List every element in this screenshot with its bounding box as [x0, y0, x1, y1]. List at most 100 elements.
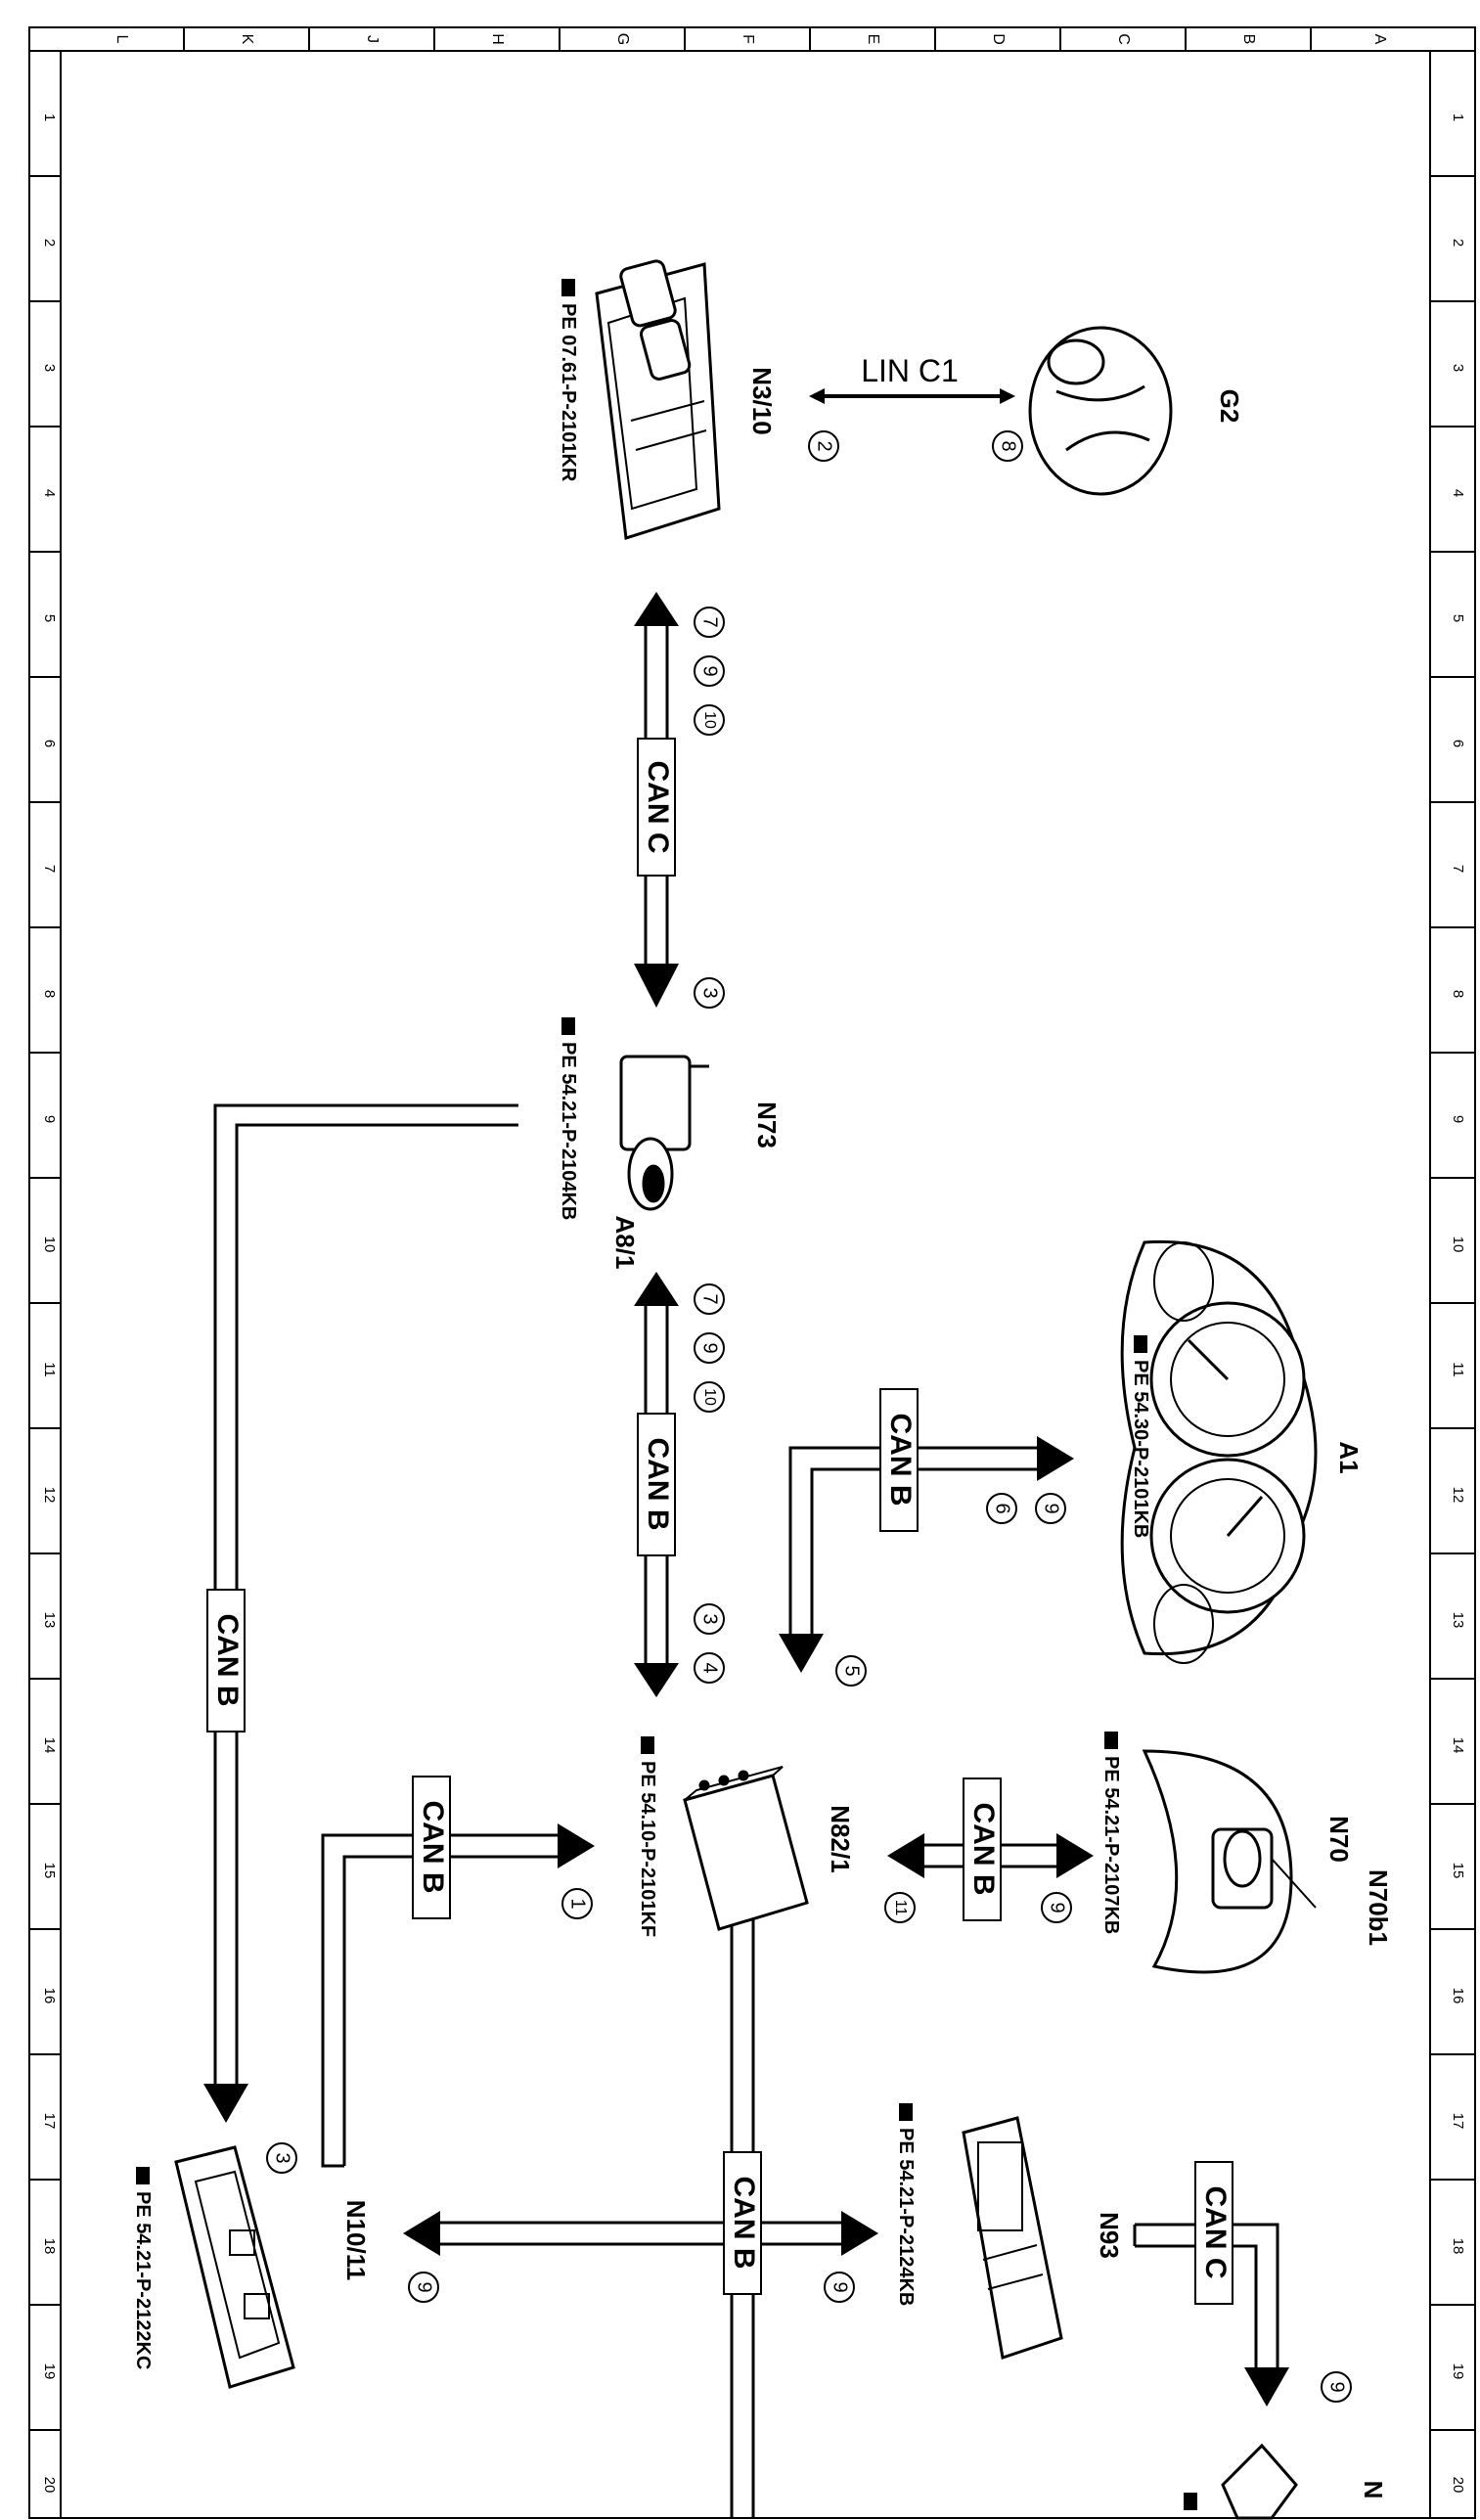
marker-7b: 7 [694, 1283, 725, 1315]
row-label: 15 [1450, 1863, 1466, 1879]
hand-icon [1184, 2493, 1197, 2510]
svg-text:CAN B: CAN B [884, 1414, 917, 1507]
marker-9f: 9 [824, 2272, 855, 2303]
marker-3b: 3 [694, 1603, 725, 1635]
row-label: 1 [41, 113, 58, 121]
marker-4: 4 [694, 1652, 725, 1684]
can-b-bottom-label: CAN B [723, 2151, 762, 2295]
ref-n70: PE 54.21-P-2107KB [1100, 1732, 1122, 1934]
label-n70: N70 [1324, 1816, 1354, 1863]
row-label: 17 [41, 2113, 58, 2130]
can-b-n82-label: CAN B [412, 1776, 451, 1919]
arrow-down-n10-11 [203, 2084, 248, 2123]
column-ruler [183, 27, 1312, 51]
svg-text:4: 4 [699, 1662, 721, 1673]
marker-7a: 7 [694, 607, 725, 638]
row-label: 18 [1450, 2238, 1466, 2255]
marker-6: 6 [986, 1493, 1017, 1524]
arrow-down-can-c-n93 [1244, 2367, 1289, 2407]
svg-text:9: 9 [1047, 1902, 1068, 1912]
marker-9g: 9 [1321, 2371, 1352, 2403]
svg-text:6: 6 [992, 1503, 1013, 1513]
can-b-left-wire [213, 1103, 518, 2084]
marker-8: 8 [992, 430, 1023, 462]
label-a8-1: A8/1 [610, 1216, 640, 1270]
can-b-left-label: CAN B [206, 1589, 246, 1732]
svg-text:CAN B: CAN B [728, 2177, 760, 2270]
row-label: 19 [41, 2363, 58, 2380]
row-label: 1 [1450, 113, 1466, 121]
svg-text:3: 3 [699, 987, 721, 998]
row-label: 2 [41, 239, 58, 247]
row-label: 11 [1450, 1362, 1466, 1377]
can-b-a1-wire [788, 1446, 1037, 1634]
row-label: 14 [1450, 1737, 1466, 1754]
row-label: 15 [41, 1863, 58, 1879]
svg-text:3: 3 [699, 1613, 721, 1624]
can-c-n93-label: CAN C [1194, 2161, 1233, 2305]
n70-control-panel-icon [1142, 1749, 1317, 1974]
marker-9e: 9 [408, 2272, 439, 2303]
row-label: 7 [1450, 865, 1466, 873]
arrow-up-n73 [634, 1272, 679, 1306]
row-label: 6 [41, 740, 58, 747]
svg-text:8: 8 [998, 440, 1019, 451]
col-label-b: B [1240, 34, 1257, 45]
row-label: 17 [1450, 2113, 1466, 2130]
row-label: 12 [1450, 1487, 1466, 1504]
svg-text:PE 54.21-P-2124KB: PE 54.21-P-2124KB [895, 2128, 917, 2306]
arrow-right-n70 [1056, 1833, 1094, 1878]
row-label: 2 [1450, 239, 1466, 247]
svg-text:CAN B: CAN B [967, 1803, 1000, 1896]
marker-9b: 9 [694, 1332, 725, 1364]
svg-text:PE 54.10-P-2101KF: PE 54.10-P-2101KF [637, 1761, 658, 1937]
col-label-l: L [113, 35, 130, 44]
svg-text:CAN B: CAN B [417, 1801, 449, 1894]
hand-icon [641, 1736, 654, 1754]
row-labels-right: 1 2 3 4 5 6 7 8 9 10 11 12 13 14 15 16 1… [1450, 113, 1466, 2494]
row-label: 8 [41, 990, 58, 998]
svg-text:9: 9 [830, 2281, 851, 2292]
hand-icon [136, 2167, 150, 2184]
row-label: 4 [1450, 489, 1466, 497]
svg-text:9: 9 [699, 1342, 721, 1353]
reference-notes: PE 07.61-P-2101KR PE 54.21-P-2104KB PE 5… [132, 279, 1197, 2510]
col-label-k: K [239, 34, 255, 45]
row-labels: 1 2 3 4 5 6 7 8 9 10 11 12 13 14 15 16 1… [41, 113, 1466, 2494]
component-labels: G2 N3/10 N73 A8/1 A1 N70 N70b1 N82/1 N93… [341, 367, 1393, 2498]
svg-text:CAN B: CAN B [211, 1614, 244, 1707]
row-label: 18 [41, 2238, 58, 2255]
arrow-down-n73 [634, 964, 679, 1008]
marker-9c: 9 [1035, 1493, 1066, 1524]
ref-n3-10: PE 07.61-P-2101KR [558, 279, 579, 482]
row-label: 13 [1450, 1612, 1466, 1629]
col-label-g: G [614, 33, 631, 45]
marker-11: 11 [884, 1892, 916, 1923]
label-n73: N73 [752, 1102, 782, 1148]
svg-text:2: 2 [814, 440, 835, 451]
row-label: 14 [41, 1737, 58, 1754]
row-label: 19 [1450, 2363, 1466, 2380]
row-label: 11 [41, 1362, 58, 1377]
svg-text:9: 9 [414, 2281, 435, 2292]
label-n93: N93 [1095, 2212, 1124, 2259]
arrow-right-n93 [841, 2211, 878, 2256]
row-label: 20 [41, 2477, 58, 2494]
svg-text:3: 3 [272, 2152, 293, 2163]
svg-text:11: 11 [892, 1900, 909, 1916]
marker-3c: 3 [266, 2142, 297, 2174]
svg-text:7: 7 [699, 1293, 721, 1304]
row-label: 4 [41, 489, 58, 497]
svg-text:PE 54.21-P-2104KB: PE 54.21-P-2104KB [558, 1042, 579, 1220]
label-n3-10: N3/10 [747, 367, 777, 434]
hand-icon [899, 2103, 913, 2121]
arrow-right-n82-left [558, 1823, 595, 1868]
hand-icon [561, 1017, 575, 1035]
marker-2: 2 [808, 430, 839, 462]
marker-1: 1 [561, 1888, 593, 1919]
marker-9d: 9 [1041, 1892, 1072, 1923]
arrow-left-n82 [887, 1833, 924, 1878]
marker-9a: 9 [694, 655, 725, 687]
row-label: 10 [41, 1237, 58, 1253]
label-g2: G2 [1215, 389, 1244, 424]
